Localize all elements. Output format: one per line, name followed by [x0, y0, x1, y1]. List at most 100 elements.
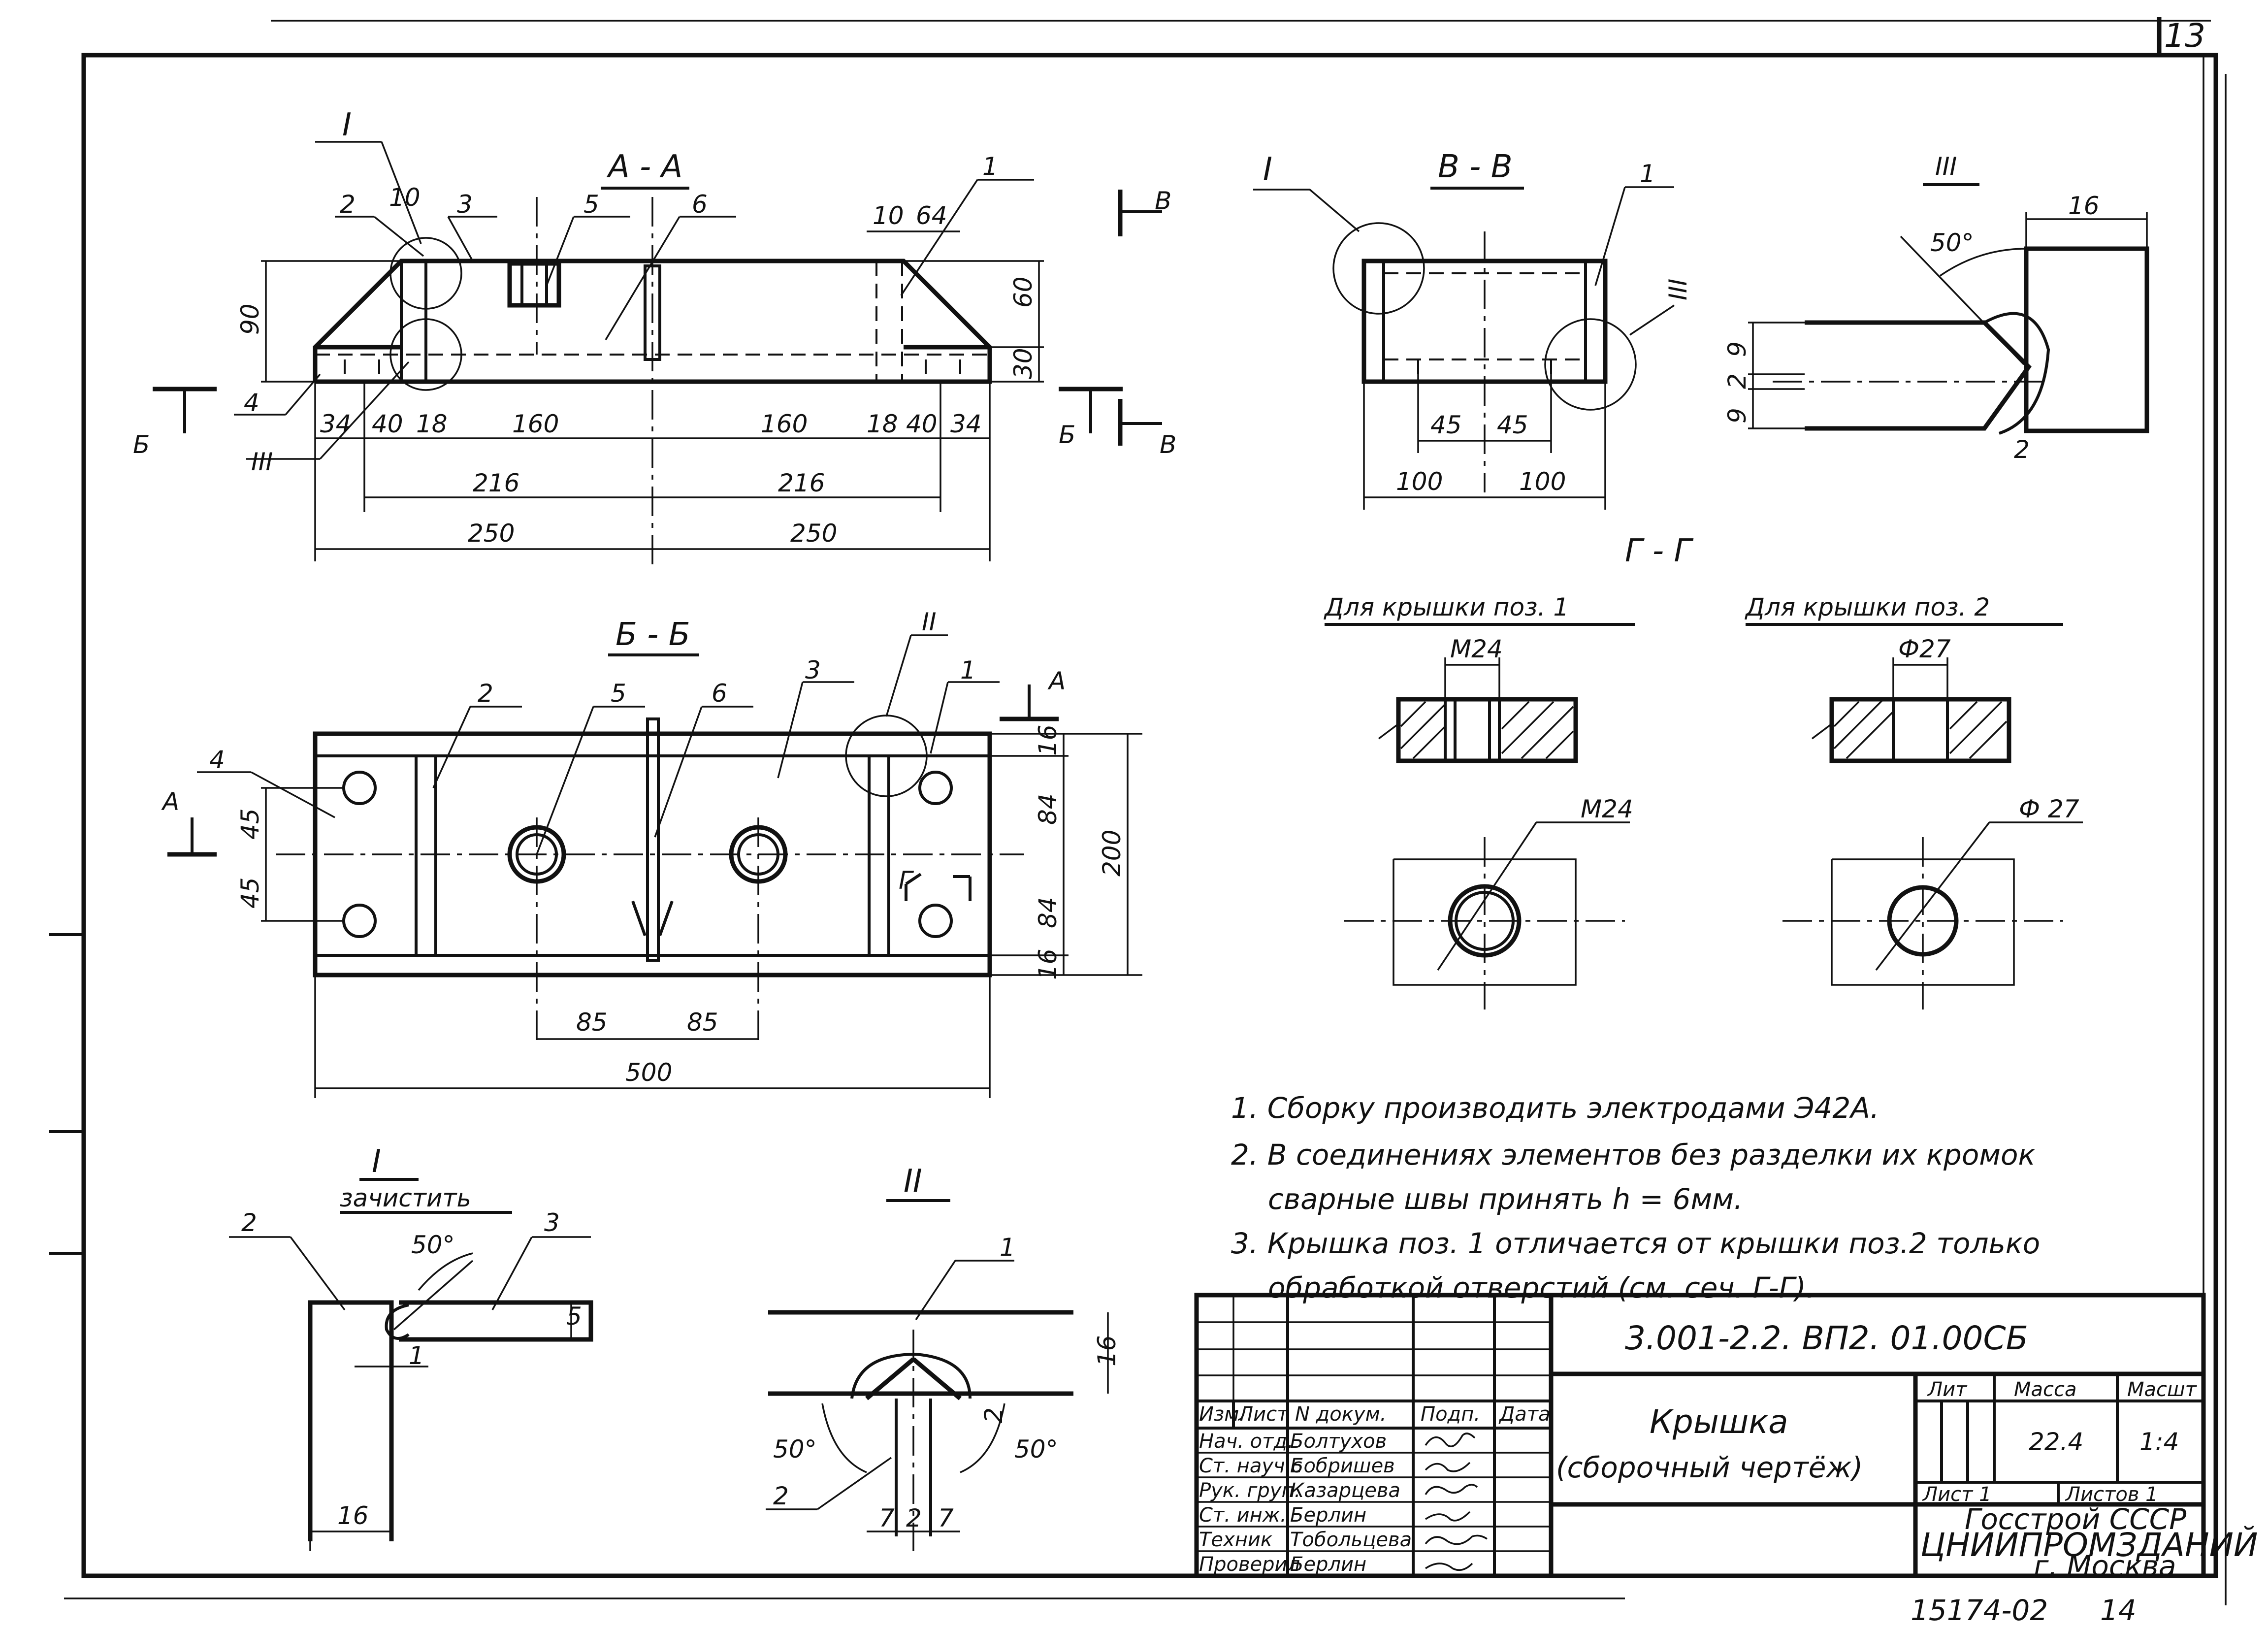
- dim-top-64: 64: [916, 201, 947, 230]
- dim-bb-85a: 85: [576, 1008, 608, 1037]
- bb-leader-5: 5: [611, 679, 626, 708]
- tb-org-3: г. Москва: [2034, 1549, 2176, 1583]
- bottom-page: 14: [2100, 1594, 2137, 1627]
- gg-left-plan-label: М24: [1581, 795, 1633, 823]
- tb-role-4: Ст. инж.: [1199, 1504, 1287, 1527]
- detail-II-b7a: 7: [879, 1504, 895, 1532]
- dim-vv-100b: 100: [1519, 467, 1566, 496]
- detail-II-thick: 16: [1093, 1335, 1121, 1367]
- leader-6: 6: [692, 190, 708, 219]
- gg-title: Г - Г: [1625, 533, 1693, 569]
- note-3b: обработкой отверстий (см. сеч. Г-Г).: [1268, 1271, 1815, 1304]
- tb-role-6: Проверил: [1199, 1553, 1300, 1576]
- tb-col-list: Лист: [1237, 1403, 1289, 1426]
- detail-II-leader-1: 1: [1000, 1233, 1015, 1262]
- gg-right-plan-hole: [1887, 885, 1959, 957]
- bb-leader-3: 3: [805, 656, 821, 684]
- tb-role-2: Ст. науч.с: [1199, 1455, 1302, 1477]
- dim-bb-200: 200: [1098, 830, 1126, 877]
- tb-name-1: Болтухов: [1290, 1430, 1387, 1453]
- dim-bb-45a: 45: [236, 808, 264, 840]
- signatures: [1425, 1433, 1488, 1571]
- dim-bb-16a: 16: [1034, 724, 1062, 756]
- view-aa-title: А - А: [606, 149, 682, 185]
- bolt-hole-tl: [342, 771, 377, 805]
- dim-bb-84a: 84: [1034, 793, 1062, 825]
- dim-row1-34b: 34: [950, 410, 982, 438]
- vv-callout-circle-III: [1544, 318, 1637, 411]
- section-mark-a-left: А: [161, 787, 179, 816]
- detail-III-title: III: [1935, 152, 1957, 181]
- detail-III-dim-9b: 9: [1723, 408, 1751, 423]
- dim-row1-40b: 40: [906, 410, 938, 438]
- tb-col-doc: N докум.: [1295, 1403, 1387, 1426]
- view-vv: В - В В В I III 1 45 45: [1118, 149, 1692, 510]
- tb-scale-h: Масшт: [2127, 1378, 2198, 1401]
- section-mark-v-top: В: [1155, 187, 1171, 215]
- dim-row1-160a: 160: [512, 410, 559, 438]
- dim-row2-216b: 216: [778, 469, 825, 497]
- section-mark-a-right: А: [1047, 667, 1066, 695]
- dim-bb-16b: 16: [1034, 948, 1062, 980]
- notes: 1. Сборку производить электродами Э42А. …: [1231, 1091, 2040, 1304]
- tb-org-2: ЦНИИПРОМЗДАНИЙ: [1920, 1526, 2258, 1564]
- view-vv-title: В - В: [1438, 149, 1513, 185]
- tb-sheets: Листов 1: [2065, 1483, 2158, 1506]
- section-mark-b-right: Б: [1059, 421, 1075, 449]
- view-bb: Б - Б 2 5 6 3: [161, 608, 1142, 1098]
- view-aa: А - А Б Б I: [133, 107, 1123, 571]
- dim-v-30: 30: [1009, 348, 1037, 379]
- detail-II-b2: 2: [906, 1504, 922, 1532]
- rib-6-plan: [646, 717, 660, 962]
- nut-part-5: [507, 261, 561, 308]
- detail-II-b7b: 7: [938, 1504, 954, 1532]
- detail-I-side: 5: [566, 1302, 582, 1331]
- tb-role-1: Нач. отд.: [1199, 1430, 1294, 1453]
- tb-org-1: Госстрой СССР: [1965, 1502, 2186, 1536]
- detail-I: I зачистить 50° 2 3 1 5 16: [229, 1143, 593, 1551]
- callout-circle-III: [389, 318, 462, 391]
- vv-callout-III-label: III: [1664, 279, 1692, 300]
- tb-name-6: Берлин: [1290, 1553, 1366, 1576]
- vv-leader-1: 1: [1640, 160, 1655, 188]
- detail-II-title: II: [904, 1163, 922, 1200]
- dim-v-90: 90: [236, 303, 264, 335]
- callout-II-label: II: [922, 608, 937, 636]
- leader-4: 4: [244, 389, 259, 417]
- note-1: 1. Сборку производить электродами Э42А.: [1231, 1091, 1879, 1125]
- gg-right-plan-label: Ф 27: [2019, 795, 2079, 823]
- dim-vv-45b: 45: [1497, 411, 1528, 439]
- dim-top-10b: 10: [873, 201, 904, 230]
- gg-left-plan-hole: [1448, 884, 1522, 958]
- detail-I-angle: 50°: [411, 1231, 455, 1259]
- detail-III: III 50° 16 9 2 9 2: [1723, 152, 2149, 464]
- detail-I-leader-2: 2: [241, 1208, 257, 1237]
- gg-right-caption: Для крышки поз. 2: [1745, 593, 1990, 621]
- dim-bb-84b: 84: [1034, 897, 1062, 928]
- detail-III-gap: 2: [2014, 435, 2030, 464]
- note-3: 3. Крышка поз. 1 отличается от крышки по…: [1231, 1227, 2040, 1260]
- section-gg: Г - Г Для крышки поз. 1 Для крышки поз. …: [1324, 533, 2083, 1009]
- leader-3: 3: [457, 190, 473, 219]
- callout-III-label-aa: III: [251, 448, 273, 476]
- tb-col-sign: Подп.: [1421, 1403, 1480, 1426]
- dim-row3-250b: 250: [790, 519, 837, 548]
- bb-leader-2: 2: [478, 679, 493, 708]
- bolt-hole-tr: [918, 771, 953, 805]
- detail-I-leader-3: 3: [544, 1208, 560, 1237]
- tb-designation: 3.001-2.2. ВП2. 01.00СБ: [1625, 1319, 2028, 1357]
- tb-col-date: Дата: [1498, 1403, 1551, 1426]
- detail-II-angle-right: 50°: [1014, 1435, 1058, 1464]
- tb-scale-v: 1:4: [2139, 1428, 2179, 1456]
- dim-row1-18b: 18: [867, 410, 898, 438]
- tb-lit: Лит: [1927, 1378, 1968, 1401]
- bottom-code: 15174-02: [1911, 1594, 2048, 1627]
- vv-callout-I-label: I: [1263, 151, 1272, 188]
- bolt-hole-br: [918, 904, 953, 938]
- dim-bb-500: 500: [625, 1058, 672, 1087]
- bolt-hole-bl: [342, 904, 377, 938]
- detail-I-title: I: [372, 1143, 381, 1180]
- vv-outline: [1361, 259, 1608, 384]
- dim-row1-40a: 40: [372, 410, 403, 438]
- section-mark-v-bottom: В: [1160, 430, 1176, 459]
